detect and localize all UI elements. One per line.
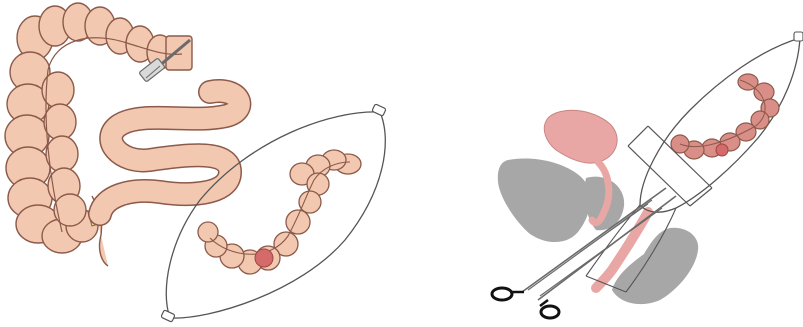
left-panel (5, 3, 386, 322)
tumor-icon (255, 249, 273, 267)
small-bowel-icon (100, 91, 239, 214)
specimen-bag-icon (161, 104, 386, 322)
right-panel (492, 32, 803, 318)
tumor-icon (716, 144, 728, 156)
